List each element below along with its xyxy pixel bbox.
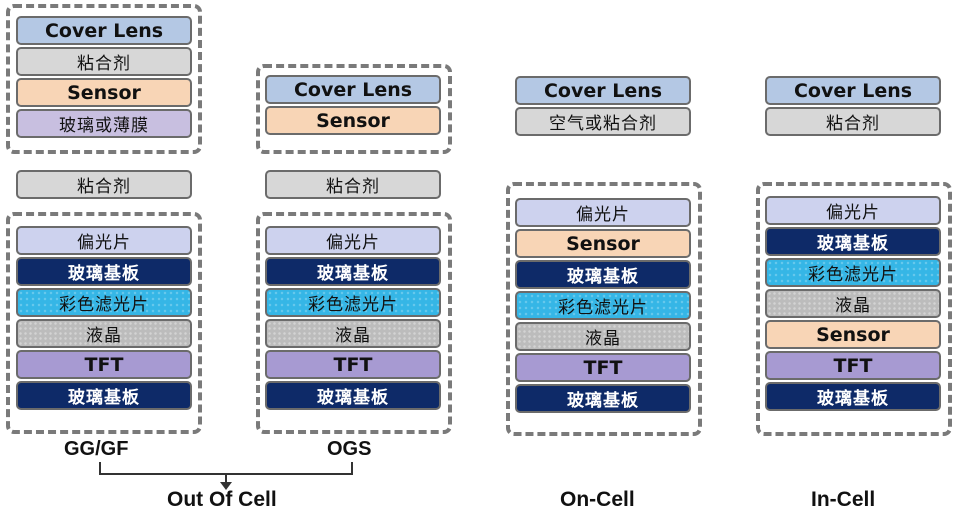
gg-touch-stack-frame xyxy=(6,4,202,154)
tft-layer: TFT xyxy=(515,353,691,382)
caption-on-cell: On-Cell xyxy=(560,488,635,511)
ogs-touch-stack-frame xyxy=(256,64,452,154)
glue-layer: 粘合剂 xyxy=(16,47,192,76)
glass-substrate-layer: 玻璃基板 xyxy=(515,260,691,289)
polarizer-layer: 偏光片 xyxy=(16,226,192,255)
gg-lcd-stack-frame xyxy=(6,212,202,434)
sensor-layer: Sensor xyxy=(16,78,192,107)
glass-or-film-layer: 玻璃或薄膜 xyxy=(16,109,192,138)
tft-layer: TFT xyxy=(765,351,941,380)
in-cell-lcd-stack-frame xyxy=(756,182,952,436)
color-filter-layer: 彩色滤光片 xyxy=(265,288,441,317)
arrow-down-icon xyxy=(220,482,232,490)
sensor-layer: Sensor xyxy=(515,229,691,258)
caption-out-of-cell: Out Of Cell xyxy=(167,488,277,511)
glass-substrate-layer: 玻璃基板 xyxy=(265,257,441,286)
caption-gg-gf: GG/GF xyxy=(64,438,129,460)
tft-layer: TFT xyxy=(16,350,192,379)
color-filter-layer: 彩色滤光片 xyxy=(16,288,192,317)
polarizer-layer: 偏光片 xyxy=(765,196,941,225)
air-or-glue-layer: 空气或粘合剂 xyxy=(515,107,691,136)
caption-in-cell: In-Cell xyxy=(811,488,876,511)
color-filter-layer: 彩色滤光片 xyxy=(515,291,691,320)
glass-substrate-layer: 玻璃基板 xyxy=(265,381,441,410)
on-cell-lcd-stack-frame xyxy=(506,182,702,436)
liquid-crystal-layer: 液晶 xyxy=(515,322,691,351)
glass-substrate-layer: 玻璃基板 xyxy=(765,227,941,256)
polarizer-layer: 偏光片 xyxy=(265,226,441,255)
color-filter-layer: 彩色滤光片 xyxy=(765,258,941,287)
sensor-layer: Sensor xyxy=(265,106,441,135)
liquid-crystal-layer: 液晶 xyxy=(765,289,941,318)
sensor-layer: Sensor xyxy=(765,320,941,349)
tft-layer: TFT xyxy=(265,350,441,379)
glass-substrate-layer: 玻璃基板 xyxy=(16,381,192,410)
glass-substrate-layer: 玻璃基板 xyxy=(16,257,192,286)
liquid-crystal-layer: 液晶 xyxy=(16,319,192,348)
caption-ogs: OGS xyxy=(327,438,372,460)
ogs-lcd-stack-frame xyxy=(256,212,452,434)
cover-lens-layer: Cover Lens xyxy=(765,76,941,105)
liquid-crystal-layer: 液晶 xyxy=(265,319,441,348)
cover-lens-layer: Cover Lens xyxy=(16,16,192,45)
cover-lens-layer: Cover Lens xyxy=(515,76,691,105)
cover-lens-layer: Cover Lens xyxy=(265,75,441,104)
polarizer-layer: 偏光片 xyxy=(515,198,691,227)
glass-substrate-layer: 玻璃基板 xyxy=(515,384,691,413)
glue-layer: 粘合剂 xyxy=(765,107,941,136)
glue-layer: 粘合剂 xyxy=(16,170,192,199)
glue-layer: 粘合剂 xyxy=(265,170,441,199)
glass-substrate-layer: 玻璃基板 xyxy=(765,382,941,411)
